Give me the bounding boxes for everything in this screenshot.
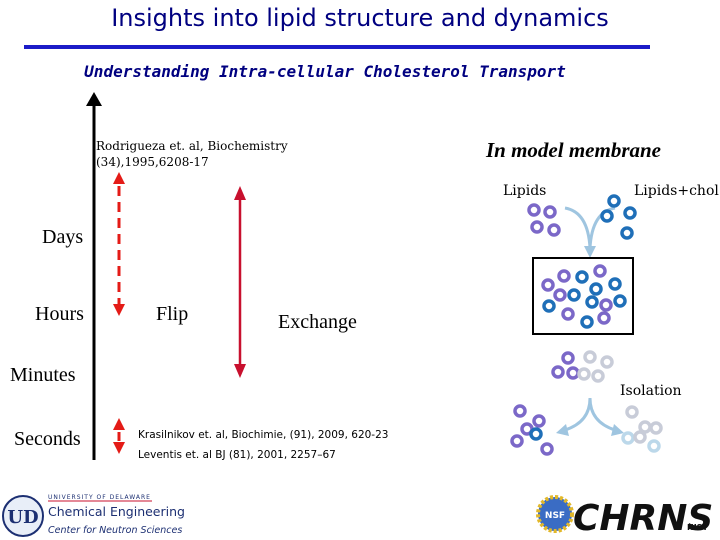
faded-vesicle <box>633 430 647 444</box>
lipid-vesicle <box>532 414 546 428</box>
lipid-vesicle <box>530 220 544 234</box>
flip-label: Flip <box>156 303 189 325</box>
mixed-vesicles-group <box>541 264 627 329</box>
lipid-vesicle <box>553 288 567 302</box>
lipid-chol-vesicles-group <box>600 194 637 240</box>
chol-vesicle <box>613 294 627 308</box>
chol-vesicle <box>575 270 589 284</box>
chol-vesicle <box>542 299 556 313</box>
reference-bottom-line-1: Krasilnikov et. al, Biochimie, (91), 200… <box>138 429 389 441</box>
lipid-vesicle <box>540 442 554 456</box>
lipid-vesicle <box>561 351 575 365</box>
lipid-vesicle <box>527 203 541 217</box>
isolation-arrow-right <box>588 397 616 432</box>
faded-vesicle <box>625 405 639 419</box>
isolated-faded-group <box>621 405 663 453</box>
faded-vesicle <box>647 439 661 453</box>
isolation-arrow-left <box>564 397 592 432</box>
timescale-hours: Hours <box>35 303 84 325</box>
page-title: Insights into lipid structure and dynami… <box>111 4 609 32</box>
chol-vesicle <box>580 315 594 329</box>
lipids-label: Lipids <box>503 183 547 199</box>
cns-text: Center for Neutron Sciences <box>48 525 183 536</box>
lipid-vesicle <box>597 311 611 325</box>
lipid-vesicle <box>543 205 557 219</box>
exchange-arrow-up-head <box>234 186 246 200</box>
mixing-arrow-head <box>584 246 596 258</box>
flip-small-down-head <box>113 442 125 454</box>
mixing-curve-right <box>588 206 616 249</box>
isolation-arrow-right-head <box>611 424 624 436</box>
nist-text: NIST <box>687 523 708 532</box>
faded-vesicle <box>577 367 591 381</box>
page-subtitle: Understanding Intra-cellular Cholesterol… <box>84 62 566 81</box>
isolation-arrow-left-head <box>556 424 569 436</box>
chol-vesicle <box>607 194 621 208</box>
chol-vesicle <box>600 209 614 223</box>
isolation-label: Isolation <box>620 383 682 399</box>
reference-top-line-1: Rodrigueza et. al, Biochemistry <box>96 139 288 153</box>
faded-vesicle <box>591 369 605 383</box>
flip-small-arrow-head <box>113 418 125 430</box>
lipid-vesicle <box>513 404 527 418</box>
chol-vesicle <box>623 206 637 220</box>
timescale-minutes: Minutes <box>10 364 76 386</box>
chol-vesicle <box>589 282 603 296</box>
faded-vesicle <box>649 421 663 435</box>
timescale-days: Days <box>42 226 84 248</box>
ud-university-text: UNIVERSITY OF DELAWARE <box>48 494 151 501</box>
lipid-vesicle <box>593 264 607 278</box>
reference-top-line-2: (34),1995,6208-17 <box>96 155 209 169</box>
post-mix-vesicles-group <box>551 350 614 383</box>
chrns-logo: NSF CHRNS NIST <box>536 495 713 538</box>
model-membrane-heading: In model membrane <box>486 138 662 162</box>
lipid-vesicle <box>566 366 580 380</box>
time-axis-arrowhead <box>86 92 102 106</box>
lipid-vesicles-group <box>527 203 561 237</box>
lipid-vesicle <box>510 434 524 448</box>
chol-vesicle <box>608 277 622 291</box>
lipid-vesicle <box>541 278 555 292</box>
lipid-vesicle <box>599 298 613 312</box>
nsf-text: NSF <box>545 511 565 521</box>
flip-arrow-down-head <box>113 304 125 316</box>
lipid-vesicle <box>547 223 561 237</box>
faded-vesicle <box>583 350 597 364</box>
ud-logo: UD <box>2 495 152 537</box>
faded-vesicle <box>621 431 635 445</box>
exchange-label: Exchange <box>278 311 357 333</box>
lipid-vesicle <box>551 365 565 379</box>
chol-vesicle <box>567 288 581 302</box>
title-underline <box>24 45 650 49</box>
exchange-arrow-down-head <box>234 364 246 378</box>
flip-arrow-up-head <box>113 172 125 184</box>
chol-vesicle <box>620 226 634 240</box>
lipid-vesicle <box>561 307 575 321</box>
faded-vesicle <box>600 355 614 369</box>
isolated-lipid-group <box>510 404 554 456</box>
timescale-seconds: Seconds <box>14 428 81 450</box>
reference-bottom: Krasilnikov et. al, Biochimie, (91), 200… <box>138 425 388 465</box>
ud-department-text: Chemical Engineering <box>48 504 185 519</box>
chol-vesicle <box>585 295 599 309</box>
chol-vesicle <box>529 427 543 441</box>
lipids-chol-label: Lipids+chol <box>634 183 719 199</box>
reference-bottom-line-2: Leventis et. al BJ (81), 2001, 2257–67 <box>138 449 336 461</box>
chrns-text: CHRNS <box>573 498 713 538</box>
reference-top: Rodrigueza et. al, Biochemistry (34),199… <box>96 138 288 170</box>
ud-monogram: UD <box>7 507 38 528</box>
mixing-curve-left <box>564 206 592 249</box>
lipid-vesicle <box>557 269 571 283</box>
